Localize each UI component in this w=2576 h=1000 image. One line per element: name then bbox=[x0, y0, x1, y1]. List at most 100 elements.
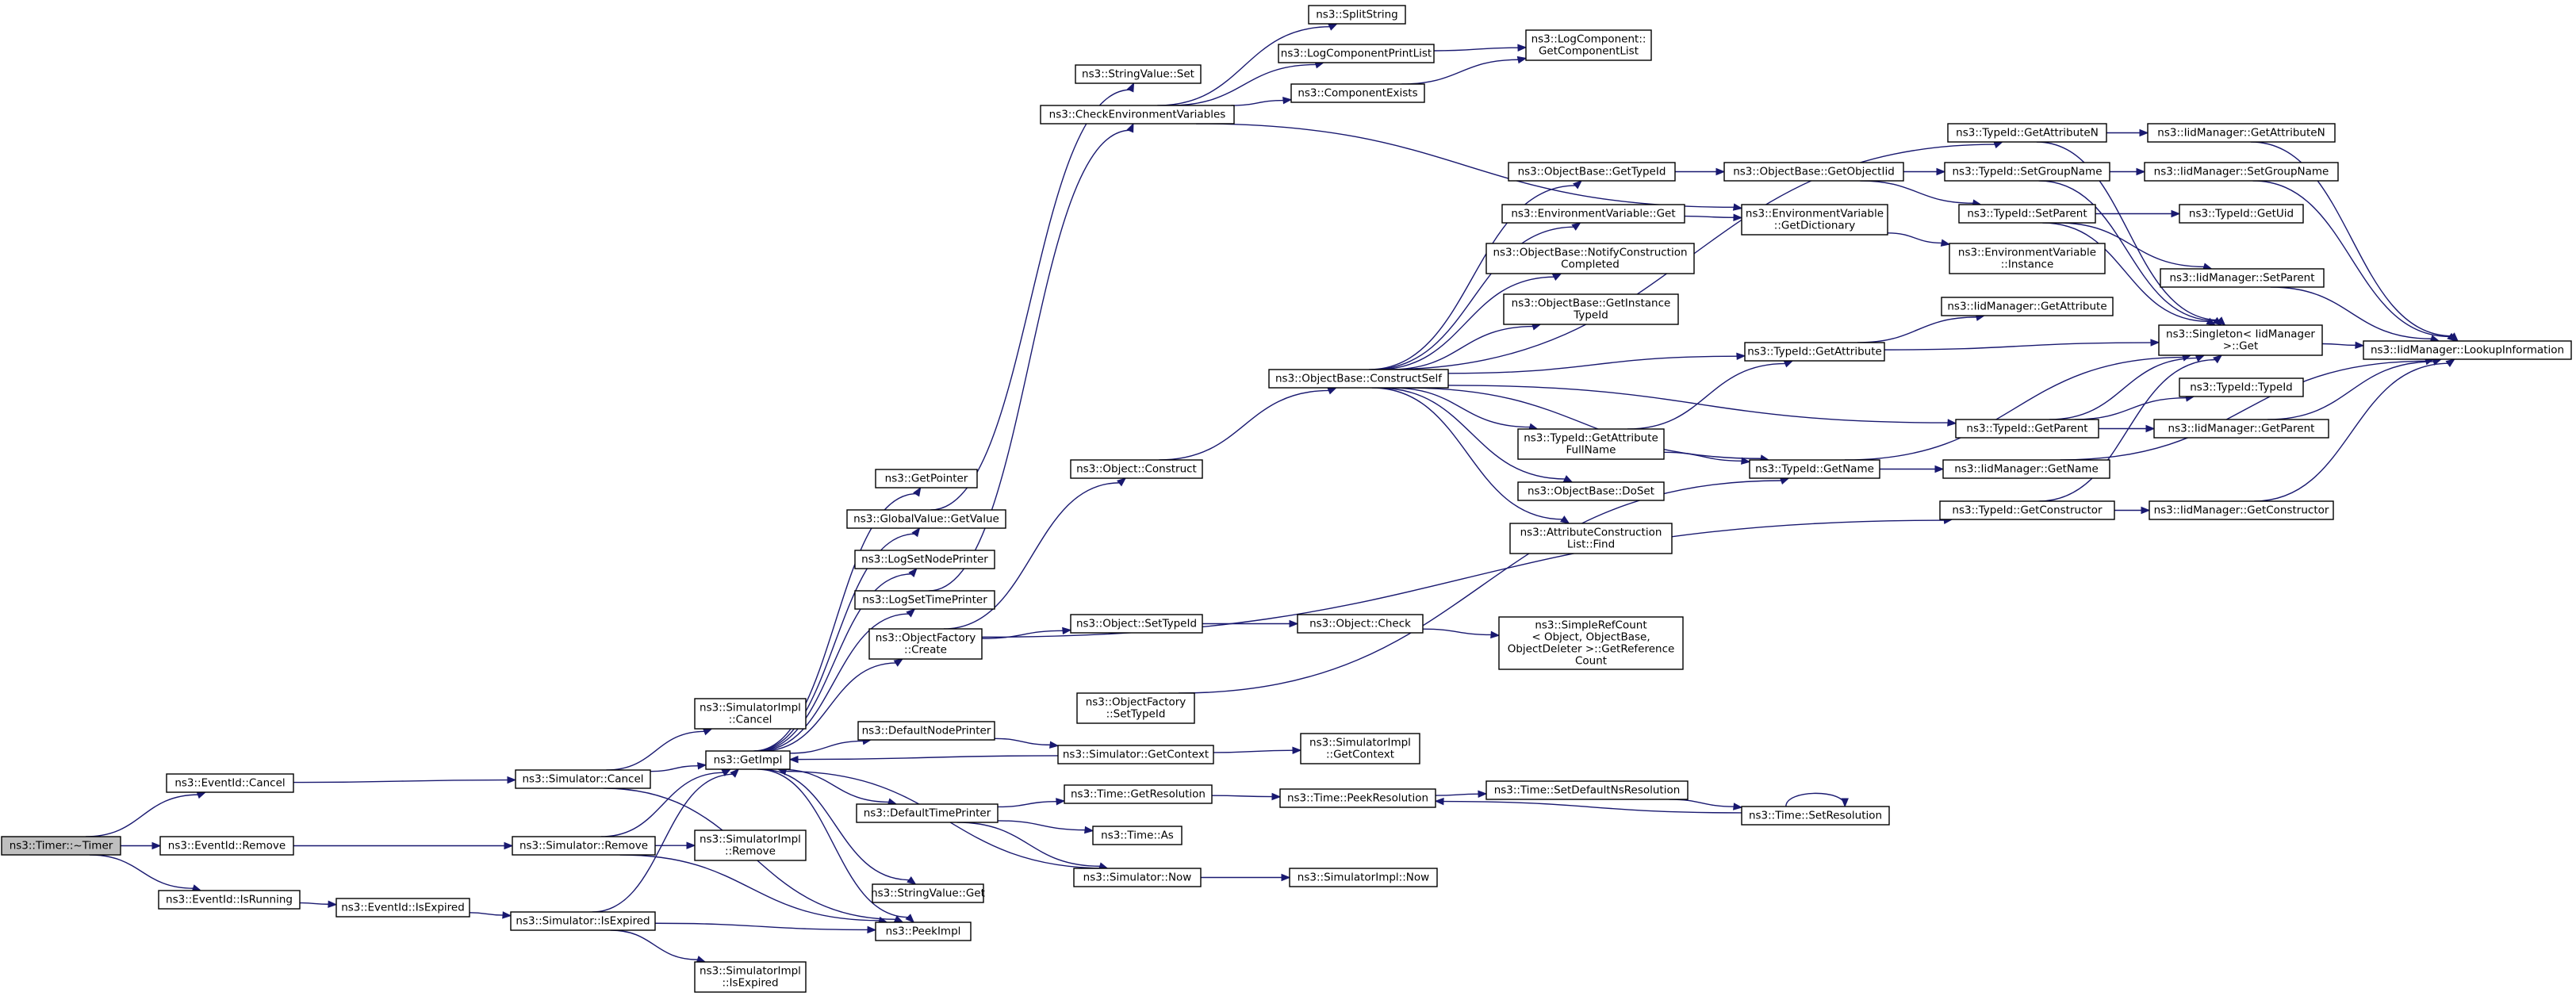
node-typeid-getname[interactable]: ns3::TypeId::GetName bbox=[1749, 459, 1880, 479]
node-iid-getattribute[interactable]: ns3::IidManager::GetAttribute bbox=[1941, 297, 2114, 316]
node-box bbox=[1076, 692, 1195, 724]
node-splitstring[interactable]: ns3::SplitString bbox=[1308, 5, 1406, 25]
node-time-setdefaultns[interactable]: ns3::Time::SetDefaultNsResolution bbox=[1485, 780, 1689, 800]
node-objfactory-settypeid[interactable]: ns3::ObjectFactory::SetTypeId bbox=[1076, 692, 1195, 724]
node-getpointer[interactable]: ns3::GetPointer bbox=[875, 469, 978, 489]
node-box bbox=[875, 469, 978, 489]
node-objbase-gettypeid[interactable]: ns3::ObjectBase::GetTypeId bbox=[1508, 162, 1676, 182]
node-sim-isexpired[interactable]: ns3::Simulator::IsExpired bbox=[510, 911, 656, 931]
node-typeid-setgroupname[interactable]: ns3::TypeId::SetGroupName bbox=[1944, 162, 2110, 182]
node-label: ns3::EventId::IsRunning bbox=[166, 894, 293, 906]
node-typeid-getattribute[interactable]: ns3::TypeId::GetAttribute bbox=[1744, 342, 1885, 362]
node-box bbox=[335, 898, 470, 918]
node-box bbox=[1308, 5, 1406, 25]
node-iid-getname[interactable]: ns3::IidManager::GetName bbox=[1942, 459, 2110, 479]
node-objbase-getobjectiid[interactable]: ns3::ObjectBase::GetObjectIid bbox=[1723, 162, 1904, 182]
node-iid-getattributen[interactable]: ns3::IidManager::GetAttributeN bbox=[2147, 123, 2336, 143]
node-label: ns3::SimulatorImpl bbox=[700, 833, 801, 846]
node-simimpl-now[interactable]: ns3::SimulatorImpl::Now bbox=[1289, 868, 1438, 887]
node-logcomp-printlist[interactable]: ns3::LogComponentPrintList bbox=[1278, 44, 1435, 63]
node-box bbox=[158, 890, 301, 910]
node-sim-cancel[interactable]: ns3::Simulator::Cancel bbox=[515, 769, 651, 789]
node-box bbox=[2160, 268, 2325, 288]
node-envvar-getdict[interactable]: ns3::EnvironmentVariable::GetDictionary bbox=[1741, 204, 1888, 236]
node-iid-lookupinfo[interactable]: ns3::IidManager::LookupInformation bbox=[2363, 340, 2572, 360]
node-defaulttimeprinter[interactable]: ns3::DefaultTimePrinter bbox=[856, 803, 999, 823]
node-sim-remove[interactable]: ns3::Simulator::Remove bbox=[512, 836, 656, 856]
node-time-setresolution[interactable]: ns3::Time::SetResolution bbox=[1741, 806, 1890, 826]
node-ev-remove[interactable]: ns3::EventId::Remove bbox=[159, 836, 294, 856]
node-singleton-get[interactable]: ns3::Singleton< IidManager>::Get bbox=[2158, 324, 2323, 356]
node-label: ns3::GetImpl bbox=[714, 754, 783, 767]
node-objbase-doset[interactable]: ns3::ObjectBase::DoSet bbox=[1517, 481, 1665, 501]
edge-time_setresolution-to-time_peekresolution bbox=[1434, 797, 1742, 814]
node-obj-construct[interactable]: ns3::Object::Construct bbox=[1070, 459, 1203, 479]
node-simimpl-remove[interactable]: ns3::SimulatorImpl::Remove bbox=[694, 830, 807, 861]
node-time-getresolution[interactable]: ns3::Time::GetResolution bbox=[1064, 784, 1213, 804]
node-typeid-getattributen[interactable]: ns3::TypeId::GetAttributeN bbox=[1947, 123, 2107, 143]
node-logsettimeprinter[interactable]: ns3::LogSetTimePrinter bbox=[854, 590, 995, 610]
node-label: ns3::TypeId::SetGroupName bbox=[1952, 166, 2102, 178]
node-typeid-getparent[interactable]: ns3::TypeId::GetParent bbox=[1955, 419, 2099, 439]
node-stringvalue-set[interactable]: ns3::StringValue::Set bbox=[1075, 64, 1202, 84]
node-sim-getcontext[interactable]: ns3::Simulator::GetContext bbox=[1057, 745, 1214, 764]
node-typeid-typeid[interactable]: ns3::TypeId::TypeId bbox=[2179, 377, 2304, 397]
node-iid-setgroupname[interactable]: ns3::IidManager::SetGroupName bbox=[2144, 162, 2339, 182]
node-envvar-get[interactable]: ns3::EnvironmentVariable::Get bbox=[1501, 204, 1685, 224]
node-ev-cancel[interactable]: ns3::EventId::Cancel bbox=[166, 773, 294, 793]
node-stringvalue-get[interactable]: ns3::StringValue::Get bbox=[871, 883, 985, 903]
node-box bbox=[1300, 733, 1420, 764]
node-logcomp-getlist[interactable]: ns3::LogComponent::GetComponentList bbox=[1525, 29, 1652, 61]
node-checkenv[interactable]: ns3::CheckEnvironmentVariables bbox=[1040, 105, 1235, 125]
node-label: ns3::DefaultTimePrinter bbox=[864, 807, 991, 820]
node-objbase-constructself[interactable]: ns3::ObjectBase::ConstructSelf bbox=[1268, 369, 1449, 389]
node-sim-now[interactable]: ns3::Simulator::Now bbox=[1073, 868, 1202, 887]
node-objbase-notify[interactable]: ns3::ObjectBase::NotifyConstructionCompl… bbox=[1485, 243, 1695, 274]
edge-time_getresolution-to-time_peekresolution bbox=[1211, 792, 1282, 801]
node-label: ::GetContext bbox=[1326, 749, 1394, 761]
node-defaultnodeprinter[interactable]: ns3::DefaultNodePrinter bbox=[857, 721, 995, 741]
node-label: ns3::IidManager::SetGroupName bbox=[2154, 166, 2329, 178]
node-simimpl-isexpired[interactable]: ns3::SimulatorImpl::IsExpired bbox=[694, 961, 807, 993]
node-ev-isexpired[interactable]: ns3::EventId::IsExpired bbox=[335, 898, 470, 918]
node-typeid-getuid[interactable]: ns3::TypeId::GetUid bbox=[2179, 204, 2304, 224]
node-peekimpl[interactable]: ns3::PeekImpl bbox=[875, 921, 972, 941]
node-typeid-getconstructor[interactable]: ns3::TypeId::GetConstructor bbox=[1939, 500, 2115, 520]
node-label: ns3::TypeId::TypeId bbox=[2190, 381, 2293, 394]
node-componentexists[interactable]: ns3::ComponentExists bbox=[1290, 83, 1425, 103]
node-objfactory-create[interactable]: ns3::ObjectFactory::Create bbox=[868, 628, 983, 660]
node-box bbox=[1485, 780, 1689, 800]
node-timer[interactable]: ns3::Timer::~Timer bbox=[1, 836, 121, 856]
node-iid-getconstructor[interactable]: ns3::IidManager::GetConstructor bbox=[2149, 500, 2334, 520]
node-time-as[interactable]: ns3::Time::As bbox=[1092, 826, 1183, 845]
edge-getimpl-to-logsetnodeprinter bbox=[756, 567, 918, 752]
node-simimpl-getcontext[interactable]: ns3::SimulatorImpl::GetContext bbox=[1300, 733, 1420, 764]
node-label: ns3::Time::GetResolution bbox=[1071, 788, 1206, 801]
node-getimpl[interactable]: ns3::GetImpl bbox=[705, 750, 791, 770]
node-box bbox=[856, 803, 999, 823]
edge-sim_getcontext-to-getimpl bbox=[788, 755, 1059, 764]
node-envvar-instance[interactable]: ns3::EnvironmentVariable::Instance bbox=[1949, 243, 2106, 274]
node-simplerefcount[interactable]: ns3::SimpleRefCount< Object, ObjectBase,… bbox=[1498, 616, 1684, 670]
node-label: ns3::AttributeConstruction bbox=[1520, 527, 1662, 539]
node-iid-setparent[interactable]: ns3::IidManager::SetParent bbox=[2160, 268, 2325, 288]
node-gv-getvalue[interactable]: ns3::GlobalValue::GetValue bbox=[846, 509, 1006, 529]
node-box bbox=[1092, 826, 1183, 845]
node-iid-getparent[interactable]: ns3::IidManager::GetParent bbox=[2153, 419, 2329, 439]
node-label: ns3::StringValue::Set bbox=[1082, 68, 1194, 81]
node-box bbox=[2149, 500, 2334, 520]
node-typeid-setparent[interactable]: ns3::TypeId::SetParent bbox=[1958, 204, 2096, 224]
node-obj-settypeid[interactable]: ns3::Object::SetTypeId bbox=[1070, 614, 1203, 634]
node-ev-isrunning[interactable]: ns3::EventId::IsRunning bbox=[158, 890, 301, 910]
node-simimpl-cancel[interactable]: ns3::SimulatorImpl::Cancel bbox=[694, 698, 807, 730]
node-box bbox=[1525, 29, 1652, 61]
node-obj-check[interactable]: ns3::Object::Check bbox=[1297, 614, 1424, 634]
node-box bbox=[1949, 243, 2106, 274]
node-time-peekresolution[interactable]: ns3::Time::PeekResolution bbox=[1279, 788, 1436, 808]
node-logsetnodeprinter[interactable]: ns3::LogSetNodePrinter bbox=[854, 550, 995, 569]
node-label: ns3::Simulator::IsExpired bbox=[516, 915, 650, 928]
edge-typeid_getname-to-iid_getname bbox=[1880, 465, 1945, 473]
